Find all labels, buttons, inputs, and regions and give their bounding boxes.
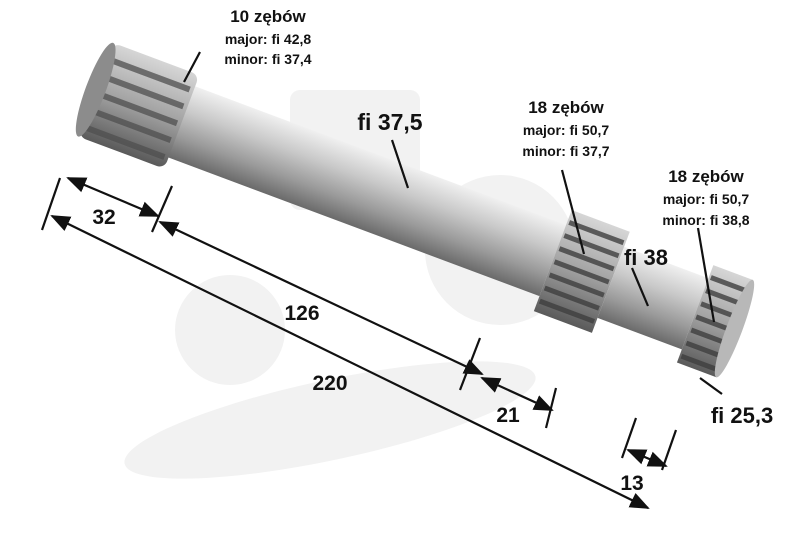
svg-text:18 zębów: 18 zębów xyxy=(528,98,604,117)
dim-220-label: 220 xyxy=(312,372,347,395)
svg-text:major: fi 50,7: major: fi 50,7 xyxy=(523,122,610,138)
left-spline xyxy=(75,42,198,167)
svg-text:major: fi 42,8: major: fi 42,8 xyxy=(225,31,312,47)
neck-diameter-label: fi 38 xyxy=(624,245,668,270)
svg-text:minor: fi 37,4: minor: fi 37,4 xyxy=(224,51,311,67)
shaft-diameter-label: fi 37,5 xyxy=(357,109,422,135)
dim-32-label: 32 xyxy=(92,206,115,229)
dim-21-label: 21 xyxy=(496,404,520,427)
dim-32-line xyxy=(66,176,160,218)
svg-text:10 zębów: 10 zębów xyxy=(230,7,306,26)
svg-text:minor: fi 37,7: minor: fi 37,7 xyxy=(522,143,609,159)
leader-shaft xyxy=(390,139,410,189)
dim-220-line xyxy=(50,215,650,509)
spline-left-note: 10 zębów major: fi 42,8 minor: fi 37,4 xyxy=(224,7,311,67)
leader-neck xyxy=(630,267,650,307)
dim-21-line xyxy=(480,376,554,412)
dimension-lines xyxy=(40,51,723,509)
dim-126-label: 126 xyxy=(284,302,319,325)
dim-13-line xyxy=(626,448,668,468)
svg-text:minor: fi 38,8: minor: fi 38,8 xyxy=(662,212,749,228)
spline-mid-note: 18 zębów major: fi 50,7 minor: fi 37,7 xyxy=(522,98,609,159)
leader-left-spline xyxy=(183,51,201,83)
shaft xyxy=(75,42,755,378)
dim-13-label: 13 xyxy=(620,472,643,495)
leader-right-spline xyxy=(696,227,716,323)
end-diameter-label: fi 25,3 xyxy=(711,403,773,428)
svg-text:major: fi 50,7: major: fi 50,7 xyxy=(663,191,750,207)
spline-right-note: 18 zębów major: fi 50,7 minor: fi 38,8 xyxy=(662,167,749,228)
leader-mid-spline xyxy=(560,169,586,255)
svg-text:18 zębów: 18 zębów xyxy=(668,167,744,186)
